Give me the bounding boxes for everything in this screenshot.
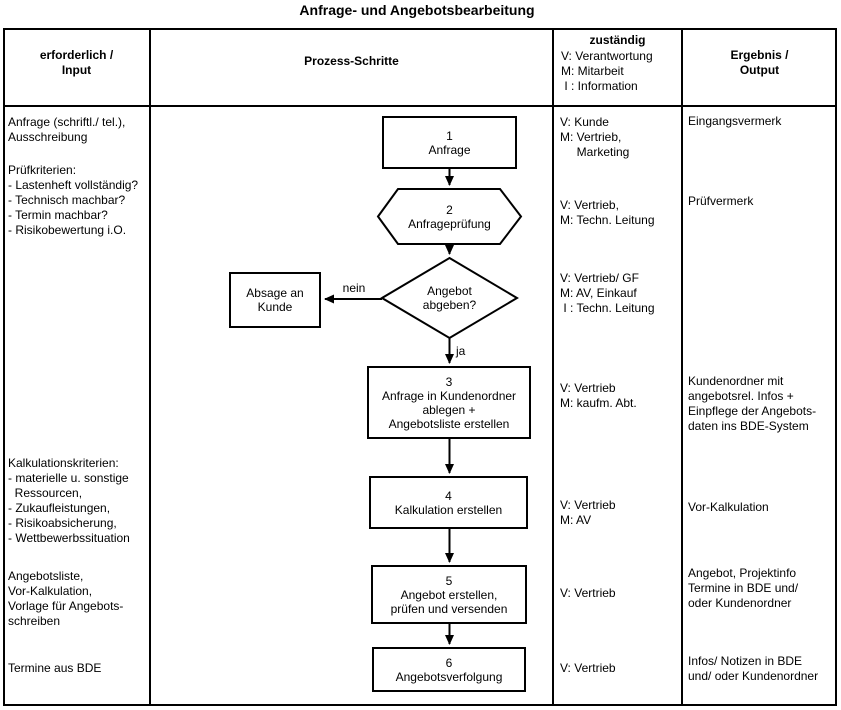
flow-step5-box xyxy=(371,565,527,624)
flow-step1-label: 1 Anfrage xyxy=(428,128,471,157)
input-pruefkriterien: Prüfkriterien: - Lastenheft vollständig?… xyxy=(8,163,139,237)
flow-decision-label: Angebot abgeben? xyxy=(422,284,477,312)
flow-step5-label: 5 Angebot erstellen, prüfen und versende… xyxy=(390,573,508,616)
header-process-steps: Prozess-Schritte xyxy=(304,54,399,68)
input-anfrage: Anfrage (schriftl./ tel.), Ausschreibung xyxy=(8,115,126,144)
responsible-row2: V: Vertrieb, M: Techn. Leitung xyxy=(560,198,655,227)
flow-step4-label: 4 Kalkulation erstellen xyxy=(394,488,503,517)
column-divider-input-process xyxy=(149,28,151,706)
column-divider-responsible-output xyxy=(681,28,683,706)
input-kalkulationskriterien: Kalkulationskriterien: - materielle u. s… xyxy=(8,456,130,545)
page-title: Anfrage- und Angebotsbearbeitung xyxy=(299,2,535,18)
header-responsible-legend: V: Verantwortung M: Mitarbeit I : Inform… xyxy=(561,49,653,93)
output-row1: Eingangsvermerk xyxy=(688,114,782,128)
branch-label-ja: ja xyxy=(456,344,466,358)
flow-step6-box xyxy=(372,647,526,692)
output-row5: Angebot, Projektinfo Termine in BDE und/… xyxy=(688,566,799,610)
responsible-row7: V: Vertrieb xyxy=(560,661,616,675)
flow-step3-label: 3 Anfrage in Kundenordner ablegen + Ange… xyxy=(381,374,517,431)
output-row2: Prüfvermerk xyxy=(688,194,754,208)
output-row4: Vor-Kalkulation xyxy=(688,500,769,514)
responsible-row5: V: Vertrieb M: AV xyxy=(560,498,616,527)
header-responsible-title: zuständig xyxy=(589,33,646,47)
column-divider-process-responsible xyxy=(552,28,554,706)
branch-label-nein: nein xyxy=(342,281,366,295)
flow-step6-label: 6 Angebotsverfolgung xyxy=(395,655,503,684)
output-row3: Kundenordner mit angebotsrel. Infos + Ei… xyxy=(688,374,817,433)
process-table-frame xyxy=(3,28,837,706)
responsible-row1: V: Kunde M: Vertrieb, Marketing xyxy=(560,115,630,159)
flow-step3-box xyxy=(367,366,531,439)
input-angebotsliste: Angebotsliste, Vor-Kalkulation, Vorlage … xyxy=(8,569,124,628)
responsible-row4: V: Vertrieb M: kaufm. Abt. xyxy=(560,381,637,410)
flow-step2-label: 2 Anfrageprüfung xyxy=(408,202,491,231)
flow-reject-label: Absage an Kunde xyxy=(246,286,304,314)
flow-reject-box xyxy=(229,272,321,328)
responsible-row6: V: Vertrieb xyxy=(560,586,616,600)
header-input: erforderlich / Input xyxy=(39,48,114,77)
header-row-divider xyxy=(3,105,837,107)
input-termine: Termine aus BDE xyxy=(8,661,102,675)
output-row6: Infos/ Notizen in BDE und/ oder Kundenor… xyxy=(688,654,819,683)
header-output: Ergebnis / Output xyxy=(730,48,789,77)
responsible-row3: V: Vertrieb/ GF M: AV, Einkauf I : Techn… xyxy=(560,271,655,315)
flow-step2-hexagon xyxy=(376,188,523,245)
